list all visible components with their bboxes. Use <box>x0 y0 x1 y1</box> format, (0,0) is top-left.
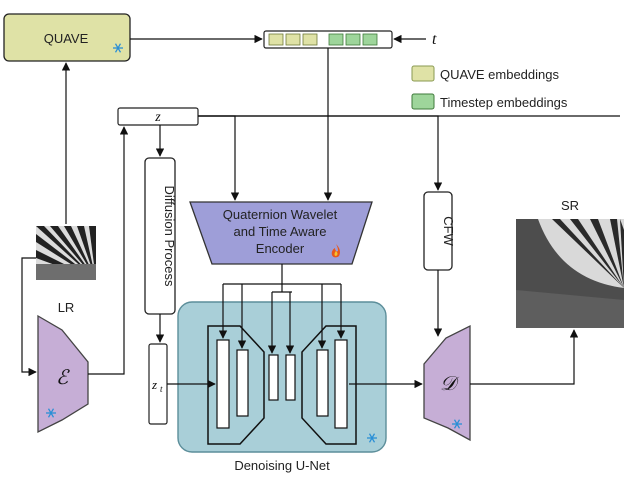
zt-subscript: t <box>160 384 163 394</box>
diffusion-label: Diffusion Process <box>162 186 177 287</box>
encoder-symbol: ℰ <box>56 367 70 389</box>
quave-token <box>302 33 318 46</box>
legend-swatch-timestep <box>411 93 435 110</box>
legend: QUAVE embeddings Timestep embeddings <box>411 65 568 110</box>
encoder-line-2: and Time Aware <box>234 224 327 239</box>
timestep-token <box>345 33 361 46</box>
diffusion-process-block: Diffusion Process <box>144 157 177 315</box>
quave-label: QUAVE <box>44 31 89 46</box>
cfw-label: CFW <box>441 216 456 246</box>
legend-label-timestep: Timestep embeddings <box>440 95 568 110</box>
encoder-line-3: Encoder <box>256 241 305 256</box>
quave-block: QUAVE <box>3 13 131 62</box>
quave-token <box>268 33 284 46</box>
latent-z-block: z <box>117 107 199 126</box>
vae-encoder-block: ℰ <box>37 314 89 434</box>
timestep-token <box>328 33 344 46</box>
embedding-bar <box>263 30 393 49</box>
fire-icon <box>331 244 340 258</box>
t-label: t <box>432 31 437 48</box>
latent-zt-block: z t <box>148 343 168 425</box>
quave-token <box>285 33 301 46</box>
legend-swatch-quave <box>411 65 435 82</box>
lr-label: LR <box>58 300 75 315</box>
unet-block <box>177 264 387 453</box>
encoder-line-1: Quaternion Wavelet <box>223 207 338 222</box>
sr-label: SR <box>561 198 579 213</box>
zt-label: z <box>151 377 157 392</box>
qwt-encoder-block: Quaternion Wavelet and Time Aware Encode… <box>189 201 373 265</box>
lr-image <box>36 226 96 280</box>
decoder-symbol: 𝒟 <box>440 373 460 395</box>
vae-decoder-block: 𝒟 <box>423 324 471 442</box>
sr-image <box>516 219 624 328</box>
cfw-block: CFW <box>423 191 456 271</box>
legend-label-quave: QUAVE embeddings <box>440 67 559 82</box>
timestep-token <box>362 33 378 46</box>
unet-label: Denoising U-Net <box>234 458 330 473</box>
z-label: z <box>154 110 161 125</box>
